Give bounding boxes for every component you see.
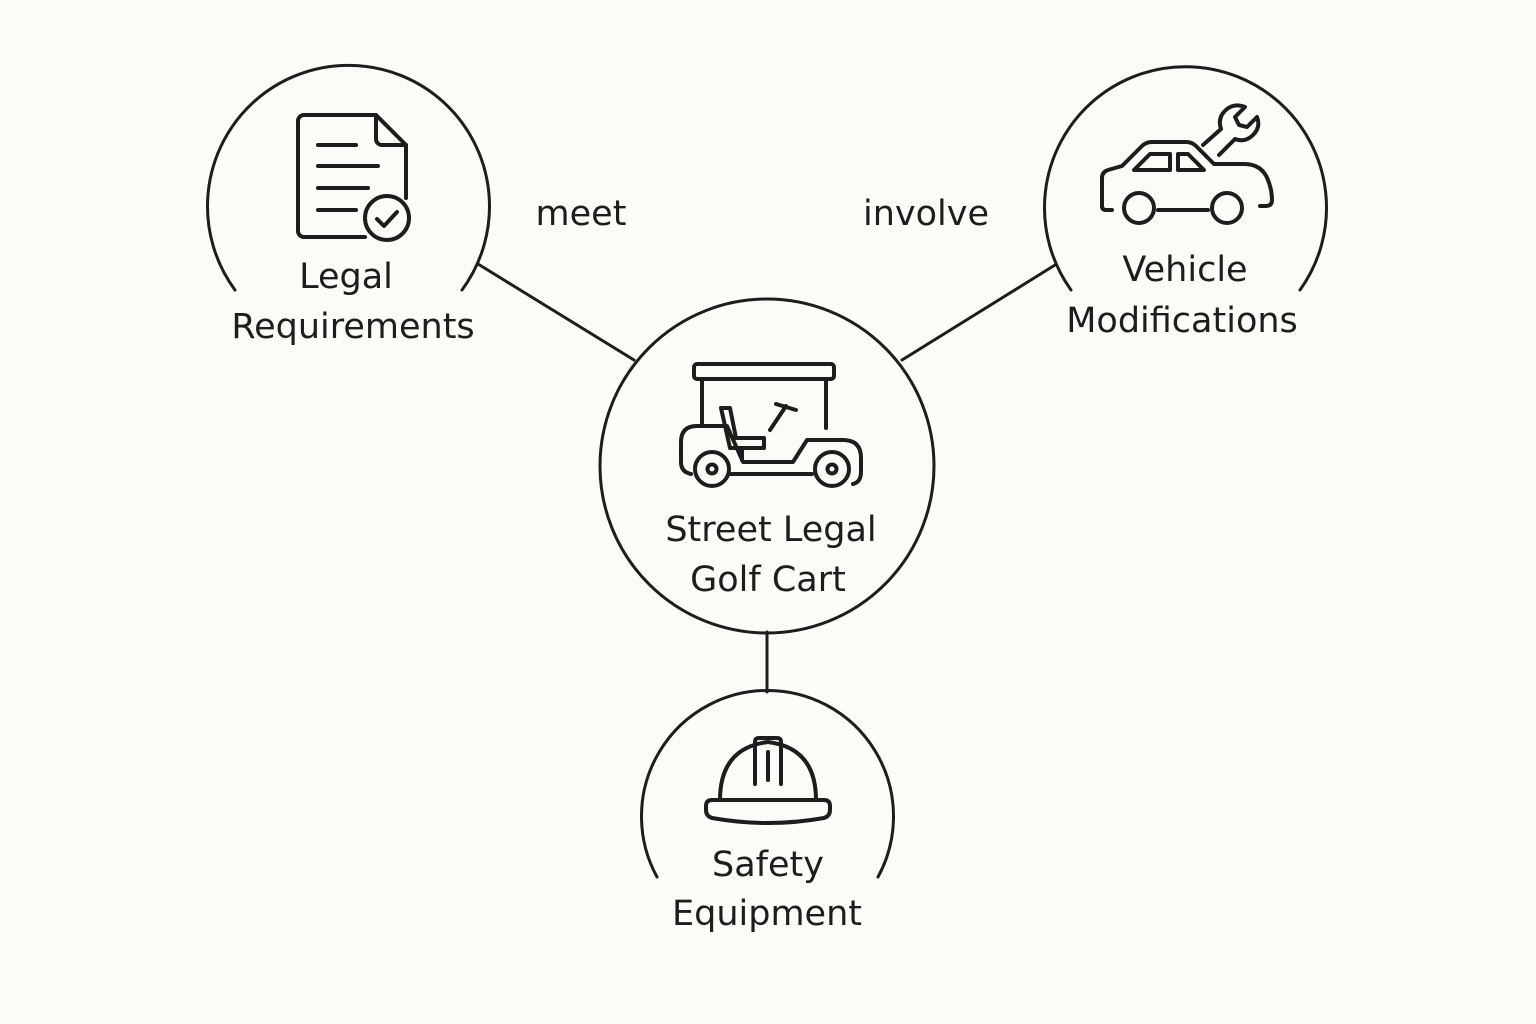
vehicle-label-line2: Modifications <box>1066 301 1298 341</box>
center-node-circle <box>598 297 936 635</box>
node-vehicle: Vehicle Modifications <box>1043 65 1328 341</box>
node-center: Street Legal Golf Cart <box>598 297 936 635</box>
legal-label-line2: Requirements <box>231 307 474 347</box>
node-legal: Legal Requirements <box>206 63 491 347</box>
node-safety: Safety Equipment <box>640 688 895 934</box>
document-check-icon <box>296 113 411 242</box>
edge-label-legal: meet <box>536 194 627 234</box>
vehicle-node-arc <box>1043 65 1328 292</box>
edge-line-legal <box>476 262 636 362</box>
legal-node-arc <box>206 63 491 292</box>
edge-label-vehicle: involve <box>863 194 989 234</box>
safety-label-line1: Safety <box>712 845 824 885</box>
safety-label-line2: Equipment <box>672 894 862 934</box>
center-label-line2: Golf Cart <box>690 560 846 600</box>
hard-hat-icon <box>704 736 832 825</box>
golf-cart-icon <box>679 362 863 488</box>
vehicle-label-line1: Vehicle <box>1122 250 1247 290</box>
center-label-line1: Street Legal <box>665 510 876 550</box>
car-wrench-icon <box>1100 103 1274 225</box>
edge-line-vehicle <box>900 263 1057 362</box>
legal-label-line1: Legal <box>299 257 393 297</box>
safety-node-arc <box>640 688 895 879</box>
